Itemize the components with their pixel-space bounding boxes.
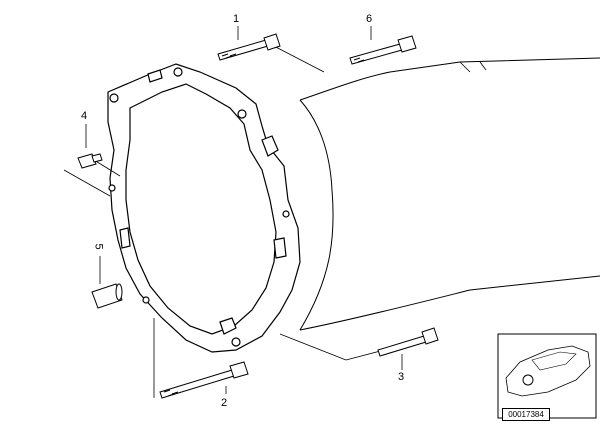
- vehicle-locator-inset: [497, 333, 597, 419]
- callout-3: 3: [398, 371, 405, 383]
- bolt-6: [349, 35, 417, 65]
- inset-image-code: 00017384: [502, 408, 550, 421]
- vehicle-location-marker: [522, 374, 534, 386]
- callout-5: 5: [92, 243, 105, 250]
- bell-housing-flange: [107, 63, 301, 353]
- leader-lines: [63, 26, 403, 398]
- sleeve-5: [91, 283, 123, 309]
- bolt-1: [217, 33, 281, 61]
- bolt-3: [377, 327, 439, 357]
- callout-1: 1: [233, 13, 240, 25]
- bolt-2: [159, 361, 249, 399]
- vehicle-outline: [505, 345, 591, 397]
- callout-4: 4: [81, 110, 88, 122]
- bolt-4: [77, 153, 103, 169]
- callout-6: 6: [366, 13, 373, 25]
- callout-2: 2: [221, 397, 228, 409]
- transmission-housing: [299, 57, 600, 331]
